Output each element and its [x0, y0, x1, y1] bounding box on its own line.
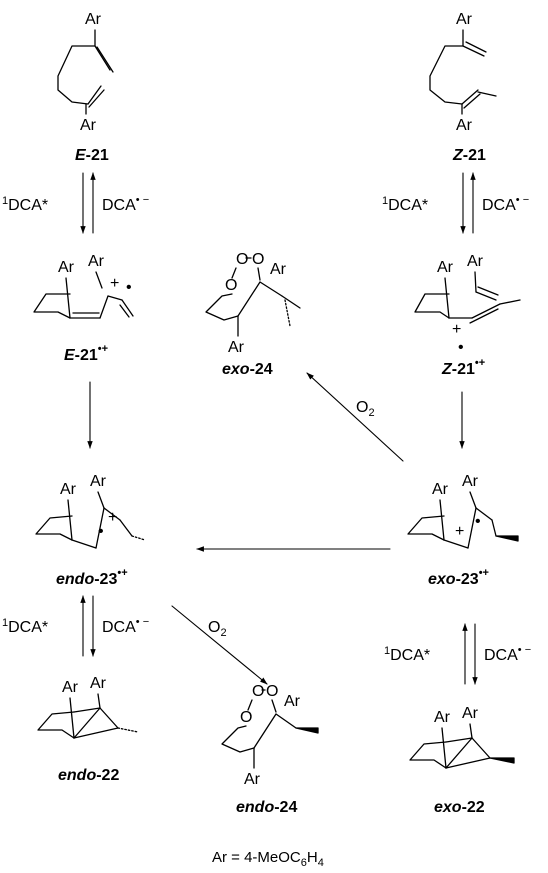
ar-label: Ar — [244, 771, 261, 788]
ar-label: Ar — [60, 481, 77, 498]
compound-label-exo-23-radical-cation: exo-23•+ — [428, 567, 489, 588]
dca-excited-label: 1DCA* — [2, 617, 48, 636]
compound-label-E-21: E-21 — [75, 147, 109, 164]
plus-sign: + — [455, 523, 464, 540]
equilibrium-exo23-to-exo22: 1DCA* DCA• − — [384, 623, 531, 685]
oxygen-label: O — [240, 709, 252, 726]
plus-sign: + — [452, 321, 461, 338]
structure-endo-22: Ar Ar — [37, 675, 139, 739]
structure-E-21-radical-cation: Ar Ar + • — [33, 253, 134, 319]
structure-Z-21: Ar Ar — [429, 11, 497, 134]
ar-label: Ar — [462, 705, 479, 722]
radical-dot: • — [98, 523, 104, 540]
dca-excited-label: 1DCA* — [384, 645, 430, 664]
oxygen-label: O — [252, 683, 264, 700]
dca-excited-label: 1DCA* — [2, 195, 48, 214]
structure-endo-24: O O O Ar Ar — [221, 683, 319, 788]
ar-label: Ar — [456, 117, 473, 134]
compound-label-Z-21: Z-21 — [452, 147, 486, 164]
o2-label: O2 — [208, 619, 227, 639]
structure-exo-23-radical-cation: Ar Ar • + — [407, 473, 519, 549]
aryl-definition: Ar = 4-MeOC6H4 — [212, 849, 324, 869]
structure-exo-24: O O O Ar Ar — [205, 251, 301, 356]
ar-label: Ar — [432, 481, 449, 498]
arrow-endo23-to-endo24 — [171, 605, 268, 685]
equilibrium-E21-to-radical-cation: 1DCA* DCA• − — [2, 172, 149, 234]
ar-label: Ar — [284, 693, 301, 710]
dca-anion-label: DCA• − — [484, 644, 531, 664]
ar-label: Ar — [85, 11, 102, 28]
compound-label-endo-24: endo-24 — [236, 799, 297, 816]
oxygen-label: O — [236, 251, 248, 268]
compound-label-exo-22: exo-22 — [434, 799, 485, 816]
ar-label: Ar — [434, 709, 451, 726]
ar-label: Ar — [58, 259, 75, 276]
ar-label: Ar — [456, 11, 473, 28]
ar-label: Ar — [90, 675, 107, 692]
radical-dot: • — [475, 513, 481, 530]
dca-anion-label: DCA• − — [482, 194, 529, 214]
compound-label-E-21-radical-cation: E-21•+ — [64, 343, 108, 364]
compound-label-Z-21-radical-cation: Z-21•+ — [441, 357, 485, 378]
oxygen-label: O — [266, 683, 278, 700]
ar-label: Ar — [467, 253, 484, 270]
arrow-exo23-to-exo24 — [306, 372, 404, 462]
ar-label: Ar — [80, 117, 97, 134]
ar-label: Ar — [62, 679, 79, 696]
ar-label: Ar — [462, 473, 479, 490]
structure-Z-21-radical-cation: Ar Ar + • — [414, 253, 521, 356]
ar-label: Ar — [270, 261, 287, 278]
structure-endo-23-radical-cation: Ar Ar + • — [35, 473, 146, 549]
dca-anion-label: DCA• − — [102, 616, 149, 636]
ar-label: Ar — [88, 253, 105, 270]
equilibrium-endo23-to-endo22: 1DCA* DCA• − — [2, 595, 149, 657]
equilibrium-Z21-to-radical-cation: 1DCA* DCA• − — [382, 172, 529, 234]
compound-label-exo-24: exo-24 — [222, 361, 273, 378]
compound-label-endo-23-radical-cation: endo-23•+ — [56, 567, 128, 588]
o2-label: O2 — [356, 399, 375, 419]
ar-label: Ar — [90, 473, 107, 490]
compound-label-endo-22: endo-22 — [58, 767, 119, 784]
plus-sign: + — [108, 509, 117, 526]
ar-label: Ar — [437, 259, 454, 276]
plus-sign: + — [110, 275, 119, 292]
dca-anion-label: DCA• − — [102, 194, 149, 214]
dca-excited-label: 1DCA* — [382, 195, 428, 214]
ar-label: Ar — [228, 339, 245, 356]
radical-dot: • — [458, 339, 464, 356]
oxygen-label: O — [252, 251, 264, 268]
structure-exo-22: Ar Ar — [409, 705, 515, 769]
oxygen-label: O — [225, 277, 237, 294]
structure-E-21: Ar Ar — [57, 11, 114, 134]
radical-dot: • — [126, 279, 132, 296]
